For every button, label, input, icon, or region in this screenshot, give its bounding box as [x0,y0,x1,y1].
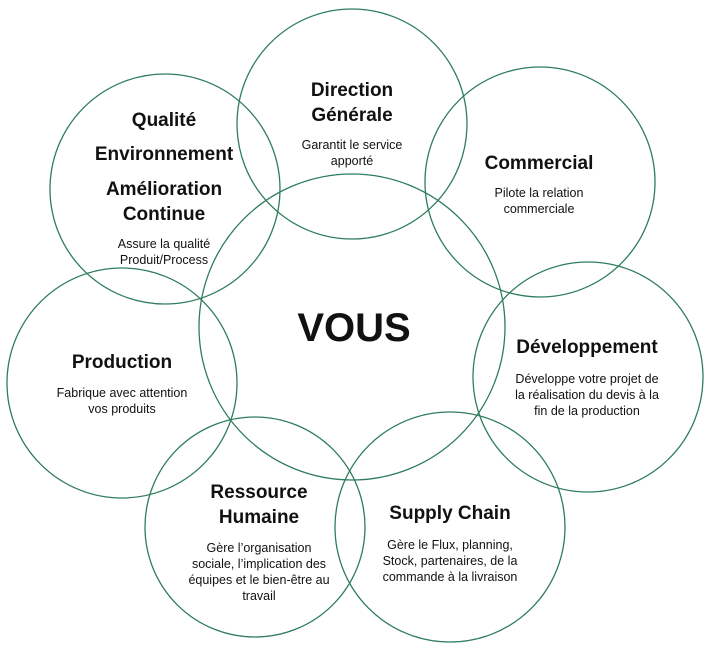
node-desc-line: vos produits [88,402,155,416]
supply-chain-circle [334,411,566,643]
node-title-line: Ressource [210,482,307,503]
node-desc-line: sociale, l’implication des [192,557,326,571]
node-desc-line: Gère l’organisation [207,541,312,555]
node-title-line: Commercial [485,153,594,174]
node-desc-line: équipes et le bien-être au [188,573,329,587]
node-title-line: Humaine [219,507,299,528]
node-ressource-humaine: Ressource Humaine Gère l’organisation so… [188,482,329,603]
commercial-circle [424,66,656,298]
node-direction-generale: Direction Générale Garantit le service a… [302,80,403,168]
center-label: VOUS [297,306,410,350]
developpement-circle [472,261,704,493]
node-desc-line: apporté [331,154,373,168]
center-circle [198,173,506,481]
node-production: Production Fabrique avec attention vos p… [57,352,188,416]
node-qualite: Qualité Environnement Amélioration Conti… [95,110,234,267]
qualite-circle [49,73,281,305]
node-title-line: Développement [516,337,658,358]
node-desc-line: travail [242,589,275,603]
direction-generale-circle [236,8,468,240]
production-circle [6,267,238,499]
node-desc-line: Développe votre projet de [515,372,658,386]
node-desc-line: la réalisation du devis à la [515,388,659,402]
node-desc-line: Assure la qualité [118,237,210,251]
node-supply-chain: Supply Chain Gère le Flux, planning, Sto… [383,503,518,584]
node-title-line: Production [72,352,172,373]
node-desc-line: Garantit le service [302,138,403,152]
node-title-line: Continue [123,204,205,225]
node-desc-line: Stock, partenaires, de la [383,554,518,568]
node-desc-line: commande à la livraison [383,570,518,584]
node-desc-line: commerciale [504,202,575,216]
node-desc-line: Produit/Process [120,253,208,267]
node-desc-line: fin de la production [534,404,640,418]
node-title-line: Supply Chain [389,503,510,524]
node-title-line: Amélioration [106,179,222,200]
node-title-line: Environnement [95,144,234,165]
node-title-line: Direction [311,80,393,101]
node-desc-line: Pilote la relation [495,186,584,200]
ressource-humaine-circle [144,416,366,638]
node-title-line: Qualité [132,110,196,131]
node-developpement: Développement Développe votre projet de … [515,337,659,418]
node-desc-line: Gère le Flux, planning, [387,538,513,552]
node-desc-line: Fabrique avec attention [57,386,188,400]
node-title-line: Générale [311,105,392,126]
node-commercial: Commercial Pilote la relation commercial… [485,153,594,216]
